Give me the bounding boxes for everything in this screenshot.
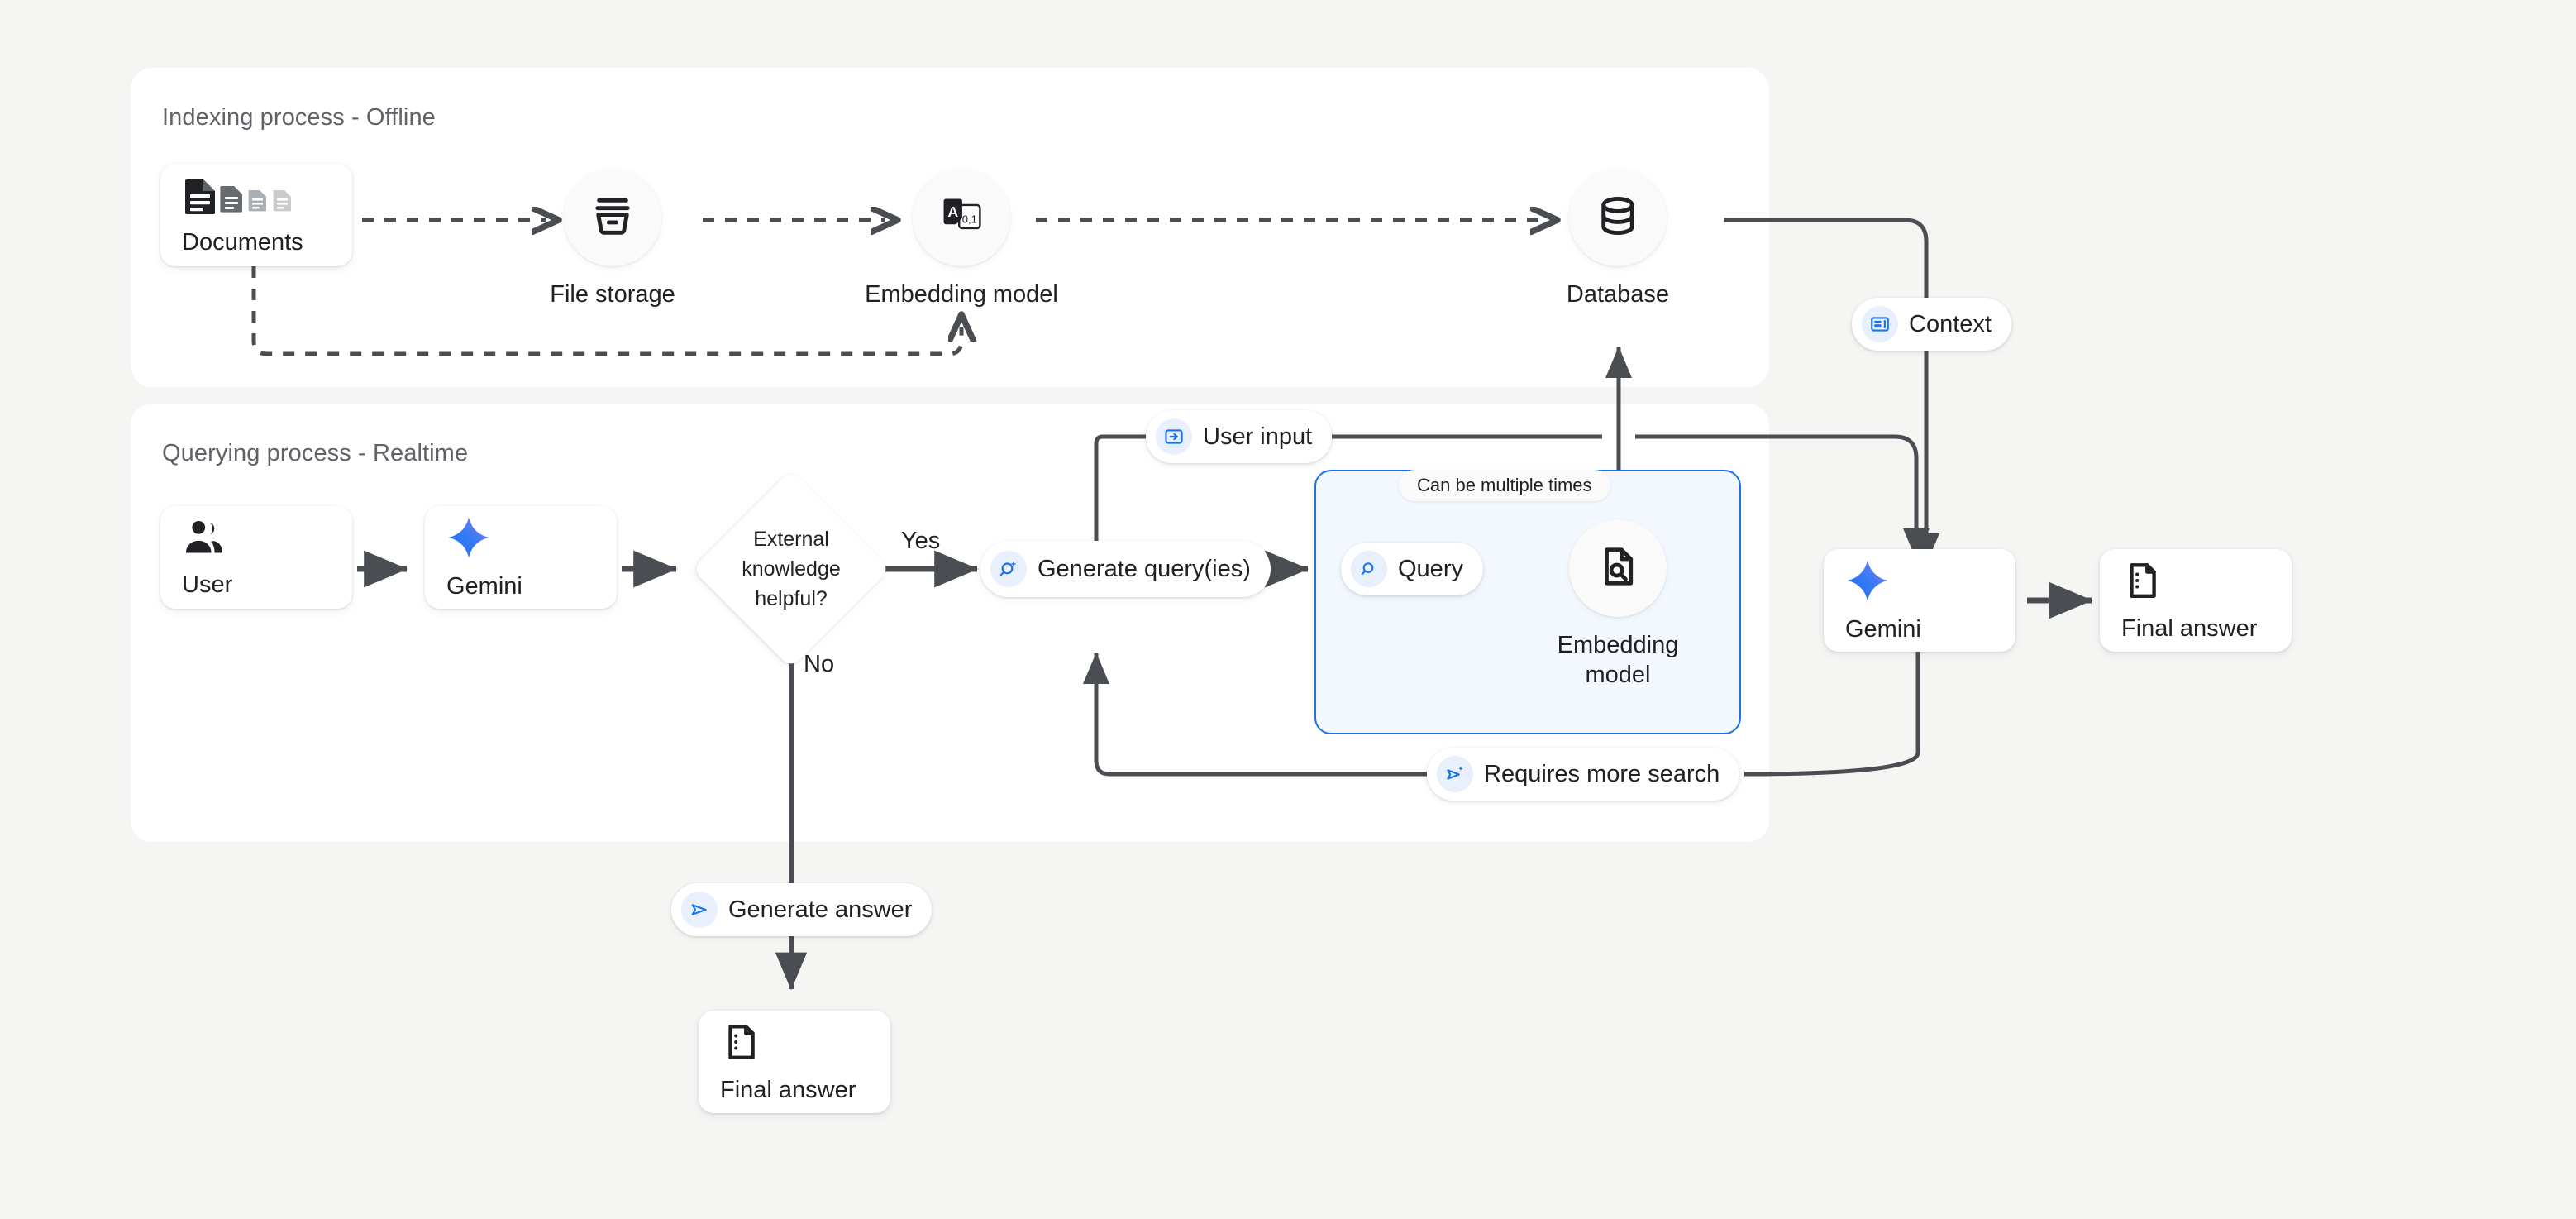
pill-label: Query (1398, 555, 1463, 582)
node-query-embedding-model[interactable] (1569, 519, 1667, 617)
node-file-storage-label: File storage (550, 281, 675, 308)
decision-label: External knowledge helpful? (742, 527, 841, 611)
translate-embedding-icon: 0,1 A (937, 193, 986, 243)
indexing-panel-title: Indexing process - Offline (162, 104, 436, 131)
document-search-icon (1596, 544, 1640, 593)
pill-generate-queries[interactable]: Generate query(ies) (980, 541, 1271, 597)
pill-query[interactable]: Query (1341, 543, 1483, 595)
pill-requires-more-search[interactable]: Requires more search (1427, 748, 1740, 801)
gemini-sparkle-icon (446, 515, 595, 560)
edge-label-no: No (804, 651, 835, 677)
retrieval-loop-box (1314, 470, 1741, 734)
pill-label: User input (1203, 423, 1313, 450)
node-file-storage[interactable] (564, 169, 661, 266)
node-label: Final answer (720, 1076, 856, 1103)
pill-label: Requires more search (1484, 760, 1720, 787)
node-label: Final answer (2121, 614, 2258, 642)
file-storage-icon (589, 193, 636, 243)
node-label: Gemini (446, 572, 522, 600)
pill-generate-answer[interactable]: Generate answer (671, 883, 933, 936)
search-sparkle-icon (990, 551, 1027, 587)
search-icon (1351, 551, 1387, 587)
pill-label: Generate query(ies) (1038, 555, 1251, 582)
node-user[interactable]: User (160, 506, 352, 609)
edge-label-multiple-times: Can be multiple times (1399, 470, 1610, 501)
svg-text:0,1: 0,1 (962, 213, 977, 225)
context-panel-icon (1862, 306, 1898, 342)
final-answer-doc-icon (2121, 559, 2270, 602)
node-database-label: Database (1566, 281, 1670, 308)
send-sparkle-icon (1437, 756, 1473, 792)
gemini-sparkle-icon (1845, 558, 1994, 603)
node-database[interactable] (1569, 169, 1667, 266)
edge-label-yes: Yes (901, 528, 941, 554)
node-documents[interactable]: Documents (160, 164, 352, 266)
documents-icon (182, 174, 331, 216)
node-label: Documents (182, 228, 303, 256)
node-embedding-model-label: Embedding model (865, 281, 1058, 308)
pill-user-input[interactable]: User input (1146, 410, 1333, 463)
pill-label: Context (1909, 310, 1992, 337)
user-group-icon (182, 517, 331, 558)
node-final-answer-right[interactable]: Final answer (2100, 549, 2292, 652)
node-gemini[interactable]: Gemini (425, 506, 617, 609)
querying-panel-title: Querying process - Realtime (162, 440, 469, 466)
final-answer-doc-icon (720, 1021, 869, 1064)
database-icon (1595, 193, 1641, 243)
pill-context[interactable]: Context (1852, 298, 2011, 351)
pill-label: Generate answer (728, 896, 913, 923)
node-embedding-model[interactable]: 0,1 A (913, 169, 1010, 266)
node-label: User (182, 571, 233, 598)
node-decision-external-knowledge[interactable]: External knowledge helpful? (691, 469, 891, 669)
send-icon (681, 892, 718, 928)
login-arrow-icon (1156, 418, 1192, 455)
node-final-answer-bottom[interactable]: Final answer (699, 1011, 890, 1113)
node-label: Gemini (1845, 615, 1921, 643)
node-query-embedding-model-label: Embedding model (1557, 632, 1679, 689)
svg-text:A: A (947, 203, 958, 219)
node-gemini-final[interactable]: Gemini (1824, 549, 2015, 652)
